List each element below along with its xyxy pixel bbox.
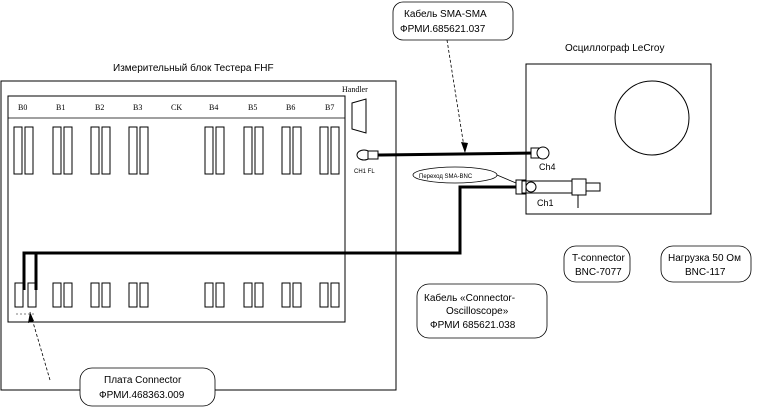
t-connector-callout: [563, 245, 631, 283]
sma-cable-callout-line2: ФРМИ.685621.037: [400, 24, 486, 35]
connector-cable-callout-line2: Oscilloscope»: [446, 306, 509, 317]
board-connector-leader-arrow: [28, 312, 34, 323]
ch4-label: Ch4: [539, 162, 556, 172]
connector-cable-callout-line1: Кабель «Connector-: [424, 292, 515, 304]
board-connector-callout: [79, 367, 216, 407]
handler-label: Handler: [342, 85, 368, 94]
load-callout: [660, 245, 752, 283]
t-connector-callout-line1: T-connector: [572, 253, 625, 264]
port-label: CH1 FL: [354, 169, 375, 175]
tester-block-title: Измерительный блок Тестера FHF: [113, 62, 274, 74]
sma-cable-leader-arrow: [461, 142, 468, 153]
t-connector-assembly: [515, 178, 601, 208]
connector-oscilloscope-cable: [22, 185, 516, 290]
slot-label: B1: [56, 103, 65, 112]
slot-label: B4: [209, 103, 218, 112]
slot-labels: B0 B1 B2 B3 CK B4 B5 B6 B7: [18, 103, 334, 112]
top-slot-connectors: [13, 126, 340, 175]
adapter-label: Переход SMA-BNC: [419, 174, 473, 180]
handler-connector: [351, 98, 367, 134]
sma-cable-callout-line1: Кабель SMA-SMA: [404, 8, 487, 20]
slot-frame: [7, 95, 346, 323]
board-connector-callout-line1: Плата Connector: [104, 375, 182, 386]
oscilloscope-frame: [525, 63, 712, 215]
connector-cable-callout-line3: ФРМИ 685621.038: [430, 320, 516, 331]
connector-cable-callout: [416, 283, 548, 339]
t-connector-callout-line2: BNC-7077: [575, 267, 622, 278]
board-connector-leader: [29, 311, 51, 381]
oscilloscope-title: Осциллограф LeCroy: [565, 42, 664, 54]
slot-label: B6: [286, 103, 295, 112]
board-connector-callout-line2: ФРМИ.468363.009: [99, 390, 185, 401]
tester-sma-port: [356, 149, 379, 161]
oscilloscope-screen: [614, 80, 690, 156]
ch1-label: Ch1: [537, 198, 554, 208]
slot-label: B3: [133, 103, 142, 112]
adapter-leader: [496, 174, 517, 184]
load-callout-line2: BNC-117: [685, 267, 726, 278]
slot-label: B7: [325, 103, 334, 112]
sma-cable-leader: [446, 39, 466, 154]
slot-label: B5: [248, 103, 257, 112]
sma-cable: [377, 151, 537, 157]
slot-label: B0: [18, 103, 27, 112]
bottom-slot-connectors: [14, 282, 340, 308]
slot-label: B2: [95, 103, 104, 112]
ch4-connector: [530, 146, 550, 160]
slot-label: CK: [171, 103, 182, 112]
load-callout-line1: Нагрузка 50 Ом: [668, 253, 741, 264]
sma-cable-callout: [392, 1, 514, 41]
